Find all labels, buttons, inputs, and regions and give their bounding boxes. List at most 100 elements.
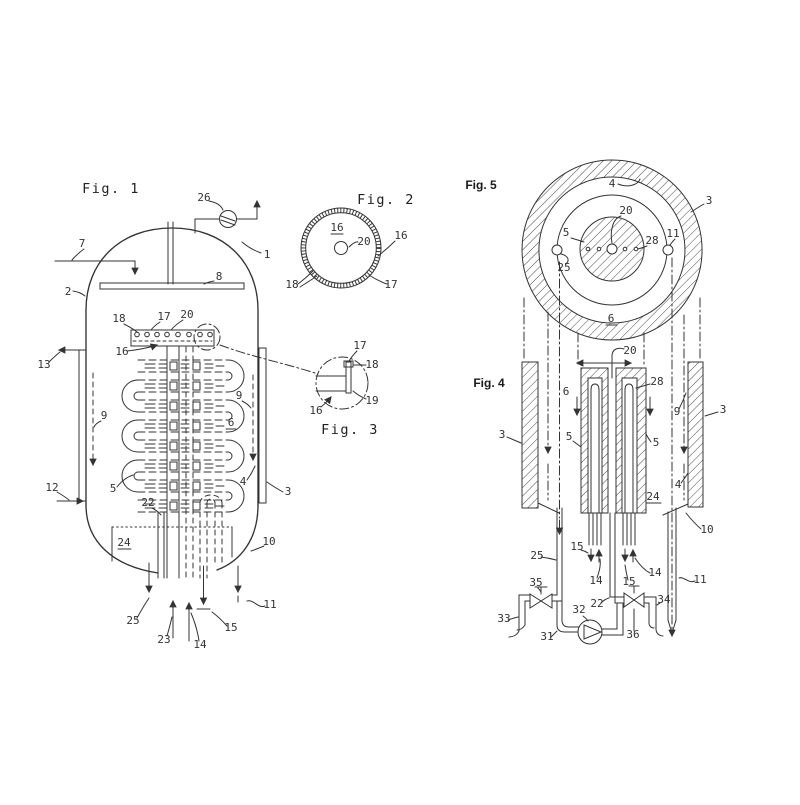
fig1-ref-5: 5 <box>110 482 117 495</box>
fig1-ref-17: 17 <box>157 310 170 323</box>
right-wall-section <box>687 361 704 508</box>
fig4-ref-25: 25 <box>530 549 543 562</box>
pump-suction-pipe <box>556 600 580 633</box>
fig2-ref-17: 17 <box>384 278 397 291</box>
fig4-ref-10: 10 <box>700 523 713 536</box>
pump-impeller-triangle <box>583 624 603 640</box>
outer-wall-ring-hatched <box>521 159 703 341</box>
valve-36 <box>623 585 645 608</box>
fig4-ref-3-left: 3 <box>499 428 506 441</box>
fig4-ref-4: 4 <box>675 478 682 491</box>
coil-row <box>137 399 229 413</box>
fig1-ref-18: 18 <box>112 312 125 325</box>
fig2-ref-18: 18 <box>285 278 298 291</box>
coil-bend-left-3 <box>121 459 139 493</box>
coil-row <box>137 459 229 473</box>
fig4-ref-32: 32 <box>572 603 585 616</box>
fig1-ref-6: 6 <box>228 416 235 429</box>
fig3-group: 17 18 19 16 Fig. 3 <box>309 339 378 438</box>
fig4-ref-3-right: 3 <box>720 403 727 416</box>
fig1-ref-3: 3 <box>285 485 292 498</box>
fig4-ref-15-right: 15 <box>622 575 635 588</box>
coil-row <box>137 359 229 373</box>
coil-row <box>137 419 229 433</box>
fig4-ref-9: 9 <box>674 405 681 418</box>
disc-outer-circle <box>300 207 382 289</box>
feed-inlet-pipe <box>54 260 139 276</box>
fig4-ref-34: 34 <box>657 593 671 606</box>
level-end-ticks <box>111 526 233 562</box>
coil-row <box>137 439 229 453</box>
fig3-ref-17: 17 <box>353 339 366 352</box>
center-feed-hole <box>606 243 618 255</box>
fig5-leaders <box>560 178 705 265</box>
center-pipe-22 <box>609 512 625 604</box>
coil-row <box>137 379 229 393</box>
fig1-ref-1: 1 <box>264 248 271 261</box>
detail-connector-curve <box>219 344 319 375</box>
fig5-group: Fig. 5 4 3 20 5 28 25 11 6 <box>465 159 713 638</box>
valve-35 <box>529 586 553 609</box>
fig5-ref-20: 20 <box>619 204 632 217</box>
fig2-ref-16-outer: 16 <box>394 229 407 242</box>
fig4-ref-5-left: 5 <box>566 430 573 443</box>
fig1-ref-9-right: 9 <box>236 389 243 402</box>
fig3-leaders <box>320 350 367 408</box>
fig1-group: Fig. 1 <box>37 181 319 651</box>
disc-center-hole <box>334 241 348 255</box>
fig5-ref-6: 6 <box>608 312 615 325</box>
left-u-tube <box>590 383 600 514</box>
pump-discharge-pipe <box>601 603 624 636</box>
right-jacket <box>258 347 267 504</box>
fig2-ref-20: 20 <box>357 235 370 248</box>
heating-coil <box>121 359 245 513</box>
outlet-34-pipe <box>643 596 664 637</box>
fig5-ref-11: 11 <box>666 227 679 240</box>
tube-25-section <box>551 244 563 256</box>
right-u-tube <box>624 383 634 514</box>
fig4-ref-14-left: 14 <box>589 574 603 587</box>
detail-callout-circle <box>193 323 221 351</box>
fig1-ref-26: 26 <box>197 191 210 204</box>
fig3-ref-18: 18 <box>365 358 378 371</box>
vessel-shell-upper <box>85 227 259 506</box>
disc-inner-circle <box>305 212 377 284</box>
fig5-ref-28: 28 <box>645 234 658 247</box>
detail-view-circle <box>315 356 369 410</box>
fig1-ref-23: 23 <box>157 633 170 646</box>
coil-bend-right-3 <box>227 439 245 473</box>
fig1-ref-7: 7 <box>79 237 86 250</box>
fig2-caption: Fig. 2 <box>357 192 415 208</box>
drain-outlet-33 <box>508 594 531 638</box>
compressor-vanes <box>220 215 236 226</box>
fig1-ref-13: 13 <box>37 358 50 371</box>
fig1-ref-8: 8 <box>216 270 223 283</box>
fig5-ref-3: 3 <box>706 194 713 207</box>
fig4-ref-14-right: 14 <box>648 566 662 579</box>
center-pipe-dashed <box>185 346 194 579</box>
dip-pipe <box>167 221 174 285</box>
fig3-ref-16: 16 <box>309 404 322 417</box>
pump-32 <box>577 619 603 645</box>
fig1-ref-14: 14 <box>193 638 207 651</box>
fig1-ref-4: 4 <box>240 475 247 488</box>
fig4-ref-33: 33 <box>497 612 510 625</box>
fig4-ref-31: 31 <box>540 630 553 643</box>
fig1-ref-11: 11 <box>263 598 276 611</box>
fig1-ref-10: 10 <box>262 535 275 548</box>
fig1-ref-16: 16 <box>115 345 128 358</box>
coil-outlet-pipe-22 <box>157 511 165 579</box>
fig5-ref-4: 4 <box>609 177 616 190</box>
spinneret-holes <box>585 246 639 252</box>
fig1-ref-20: 20 <box>180 308 193 321</box>
fig1-caption: Fig. 1 <box>82 181 140 197</box>
fig1-ref-25: 25 <box>126 614 139 627</box>
nozzle-tube-walls <box>315 375 347 392</box>
disc-knurled-rim <box>301 208 381 288</box>
downpipe-25 <box>551 507 563 602</box>
fig1-leaders <box>48 200 284 642</box>
coil-bend-right-2 <box>227 399 245 433</box>
coil-bend-left-2 <box>121 419 139 453</box>
